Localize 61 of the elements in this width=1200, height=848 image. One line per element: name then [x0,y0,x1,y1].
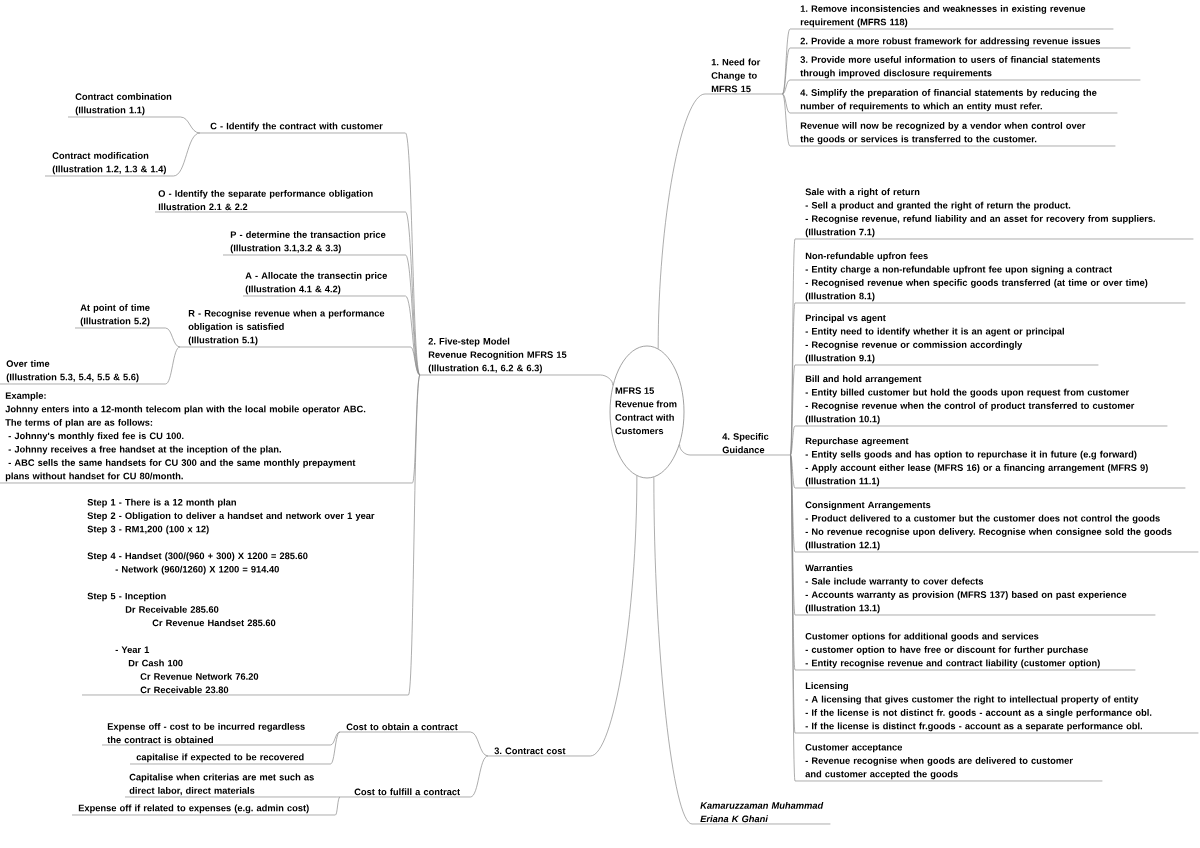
sub-branch-label: R - Recognise revenue when a performance obligation is satisfied (Illustration 5.1) [179,309,411,348]
branch-line [470,755,489,798]
branch-line [790,425,796,456]
sub-branch-label: O - Identify the separate performance obligation Illustration 2.1 & 2.2 [154,189,406,213]
sub-branch-label: P - determine the transaction price (Illustration 3.1,3.2 & 3.3) [222,231,406,256]
sub-branch-label: Consignment Arrangements - Product delivered to a customer but the customer does not control the goods - No revenue recognise upon delivery. Recognise when consignee sold the goods (Illustration 12.1) [794,501,1199,553]
sub-branch-label: Bill and hold arrangement - Entity billed customer but hold the goods upon request from customer - Recognise revenue when the control of product transferred to customer (Illustration 10.1) [794,375,1168,427]
sub-branch-label: A - Allocate the transectin price (Illustration 4.1 & 4.2) [242,272,406,297]
sub-branch-label: capitalise if expected to be recovered [129,753,331,765]
branch-line [653,476,693,825]
main-branch-label: 3. Contract cost [487,747,591,757]
branch-line [600,374,614,386]
branch-line [782,79,791,95]
branch-line [173,132,201,177]
branch-line [782,93,791,114]
branch-line [330,731,341,765]
sub-branch-label: Principal vs agent - Entity need to identify whether it is an agent or principal - Recognise revenue or commission accordingly (Illustration 9.1) [794,314,1099,366]
branch-line [782,93,791,147]
sub-branch-label: C - Identify the contract with customer [199,122,406,134]
main-branch-label: 1. Need for Change to MFRS 15 [704,58,783,95]
branch-line [657,93,706,349]
branch-line [408,374,421,696]
sub-branch-label: Revenue will now be recognized by a vendor when control over the goods or services is transferred to the customer. [789,122,1116,147]
branch-line [590,475,638,757]
sub-branch-label: Cost to fulfill a contract [339,788,471,798]
sub-branch-label: Non-refundable upfron fees - Entity charge a non-refundable upfront fee upon signing a contract - Recognised revenue when specific goods transferred (at time or over time) (Illustration 8.1) [794,252,1186,304]
sub-branch-label: Licensing - A licensing that gives customer the right to intellectual property of entity - If the license is not distinct fr. goods - account as a single performance obl. - If the license is distinct fr.goods - account as a separate performance obl. [794,682,1199,734]
example-text: Example: Johnny enters into a 12-month telecom plan with the local mobile operator ABC. The terms of plan are as follows: - Johnny's monthly fixed fee is CU 100. - Johnny receives a free handset at the inception of the plan. - ABC sells the same handsets for CU 300 and the same monthly prepayment plans without handset for CU 80/month. [0,392,413,484]
branch-line [470,731,489,757]
author-names: Kamaruzzaman Muhammad Eriana K Ghani [691,801,831,825]
sub-branch-label: Sale with a right of return - Sell a product and granted the right of return the product. - Recognise revenue, refund liability and an asset for recovery from suppliers. (Illustration 7.1) [794,188,1194,240]
main-branch-label: 4. Specific Guidance [689,432,791,456]
branch-line [782,47,791,95]
branch-line [336,796,341,798]
branch-line [165,346,181,385]
sub-branch-label: Over time (Illustration 5.3, 5.4, 5.5 & 5.6) [0,360,166,385]
branch-line [790,238,796,456]
main-branch-label: 2. Five-step Model Revenue Recognition MFRS 15 (Illustration 6.1, 6.2 & 6.3) [419,337,601,376]
branch-line [180,116,201,134]
sub-branch-label: Capitalise when criterias are met such as direct labor, direct materials [124,773,337,798]
branch-line [790,454,796,489]
sub-branch-label: Expense off if related to expenses (e.g. admin cost) [71,804,336,816]
sub-branch-label: Contract combination (Illustration 1.1) [67,93,181,118]
sub-branch-label: Contract modification (Illustration 1.2, 1.3 & 1.4) [44,152,174,177]
branch-line [790,364,796,456]
branch-line [679,444,691,456]
solution-steps-text: Step 1 - There is a 12 month plan Step 2 - Obligation to deliver a handset and network over 1 year Step 3 - RM1,200 (100 x 12) Step 4 - Handset (300/(960 + 300) X 1200 = 285.60 - Network (960/1260) X 1200 = 914.40 Step 5 - Inception Dr Receivable 285.60 Cr Revenue Handset 285.60 - Year 1 Dr Cash 100 Cr Revenue Network 76.20 Cr Receivable 23.80 [81,498,409,696]
sub-branch-label: At point of time (Illustration 5.2) [74,304,166,329]
sub-branch-label: Cost to obtain a contract [339,723,471,733]
sub-branch-label: 1. Remove inconsistencies and weaknesses in existing revenue requirement (MFRS 118) [789,5,1114,30]
sub-branch-label: Warranties - Sale include warranty to cover defects - Accounts warranty as provision (MFRS 137) based on past experience (Illustration 13.1) [794,564,1156,616]
sub-branch-label: Customer options for additional goods and services - customer option to have free or discount for further purchase - Entity recognise revenue and contract liability (customer option) [794,632,1136,671]
branch-line [335,796,341,816]
branch-line [330,731,341,746]
sub-branch-label: Repurchase agreement - Entity sells goods and has option to repurchase it in future (e.g forward) - Apply account either lease (MFRS 16) or a financing arrangement (MFRS 9) (Illustration 11.1) [794,437,1186,489]
sub-branch-label: 2. Provide a more robust framework for addressing revenue issues [789,37,1131,49]
sub-branch-label: Customer acceptance - Revenue recognise when goods are delivered to customer and customer accepted the goods [794,743,1103,782]
sub-branch-label: 4. Simplify the preparation of financial statements by reducing the number of requirements to which an entity must refer. [789,89,1118,114]
branch-line [165,327,181,348]
sub-branch-label: 3. Provide more useful information to users of financial statements through improved disclosure requirements [789,56,1141,81]
branch-line [410,346,421,376]
